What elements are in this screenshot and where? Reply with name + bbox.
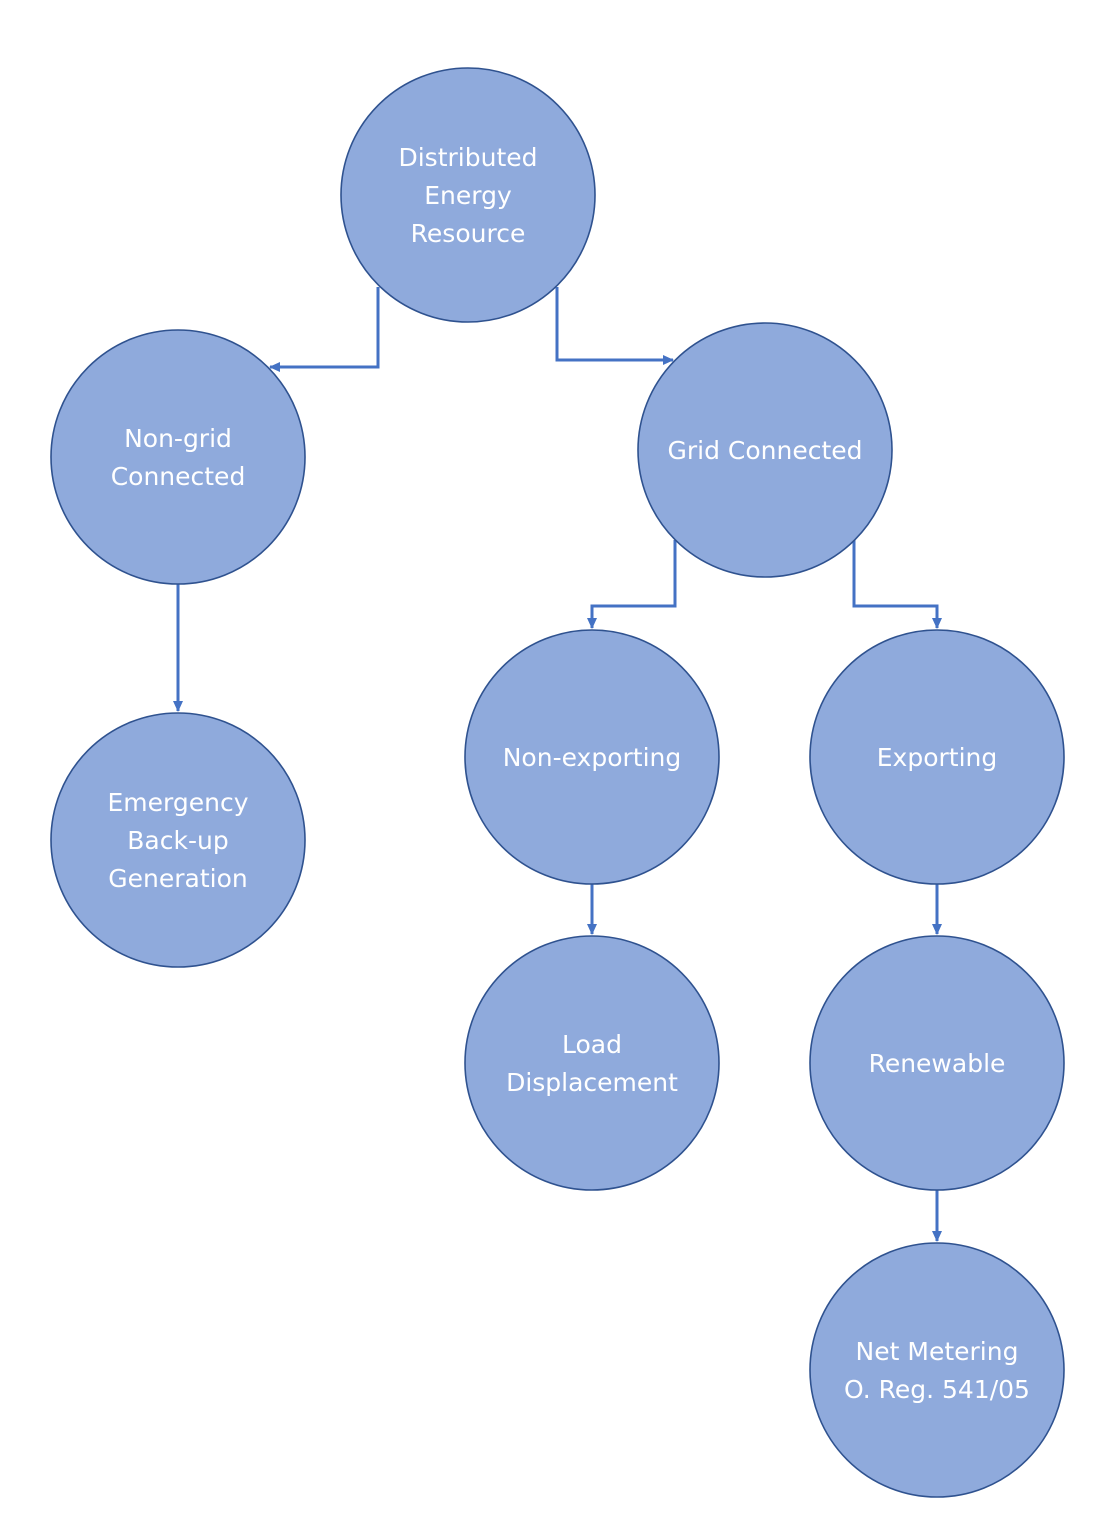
- node-net-metering: Net Metering O. Reg. 541/05: [809, 1242, 1065, 1498]
- node-label-line: Back-up: [127, 826, 228, 855]
- node-circle-non-grid-connected: [50, 329, 306, 585]
- node-non-exporting: Non-exporting: [464, 629, 720, 885]
- node-label-line: Non-exporting: [503, 743, 682, 772]
- node-exporting: Exporting: [809, 629, 1065, 885]
- node-label-line: Exporting: [877, 743, 998, 772]
- node-label-non-exporting: Non-exporting: [503, 743, 682, 772]
- connector-distributed-energy-resource-to-non-grid-connected: [269, 287, 380, 372]
- node-label-line: O. Reg. 541/05: [844, 1375, 1030, 1404]
- node-label-line: Displacement: [506, 1068, 678, 1097]
- node-label-line: Resource: [411, 219, 526, 248]
- node-circle-non-exporting: [464, 629, 720, 885]
- node-label-line: Connected: [111, 462, 246, 491]
- connector-layer: [173, 287, 942, 1242]
- node-label-line: Grid Connected: [667, 436, 862, 465]
- connector-grid-connected-to-exporting: [852, 540, 942, 629]
- node-circle-emergency-back-up-generation: [50, 712, 306, 968]
- connector-distributed-energy-resource-to-grid-connected: [555, 287, 674, 365]
- node-label-line: Energy: [424, 181, 512, 210]
- node-label-line: Generation: [108, 864, 247, 893]
- node-label-line: Distributed: [398, 143, 537, 172]
- node-label-grid-connected: Grid Connected: [667, 436, 862, 465]
- node-label-line: Emergency: [107, 788, 248, 817]
- node-circle-load-displacement: [464, 935, 720, 1191]
- node-label-line: Renewable: [869, 1049, 1006, 1078]
- node-label-line: Load: [562, 1030, 622, 1059]
- node-circle-grid-connected: [637, 322, 893, 578]
- node-label-line: Net Metering: [856, 1337, 1019, 1366]
- node-label-exporting: Exporting: [877, 743, 998, 772]
- node-label-line: Non-grid: [124, 424, 232, 453]
- node-circle-renewable: [809, 935, 1065, 1191]
- connector-grid-connected-to-non-exporting: [587, 540, 677, 629]
- node-renewable: Renewable: [809, 935, 1065, 1191]
- node-label-renewable: Renewable: [869, 1049, 1006, 1078]
- node-circle-net-metering: [809, 1242, 1065, 1498]
- node-circle-distributed-energy-resource: [340, 67, 596, 323]
- node-circle-exporting: [809, 629, 1065, 885]
- node-label-net-metering: Net Metering O. Reg. 541/05: [844, 1337, 1030, 1404]
- node-grid-connected: Grid Connected: [637, 322, 893, 578]
